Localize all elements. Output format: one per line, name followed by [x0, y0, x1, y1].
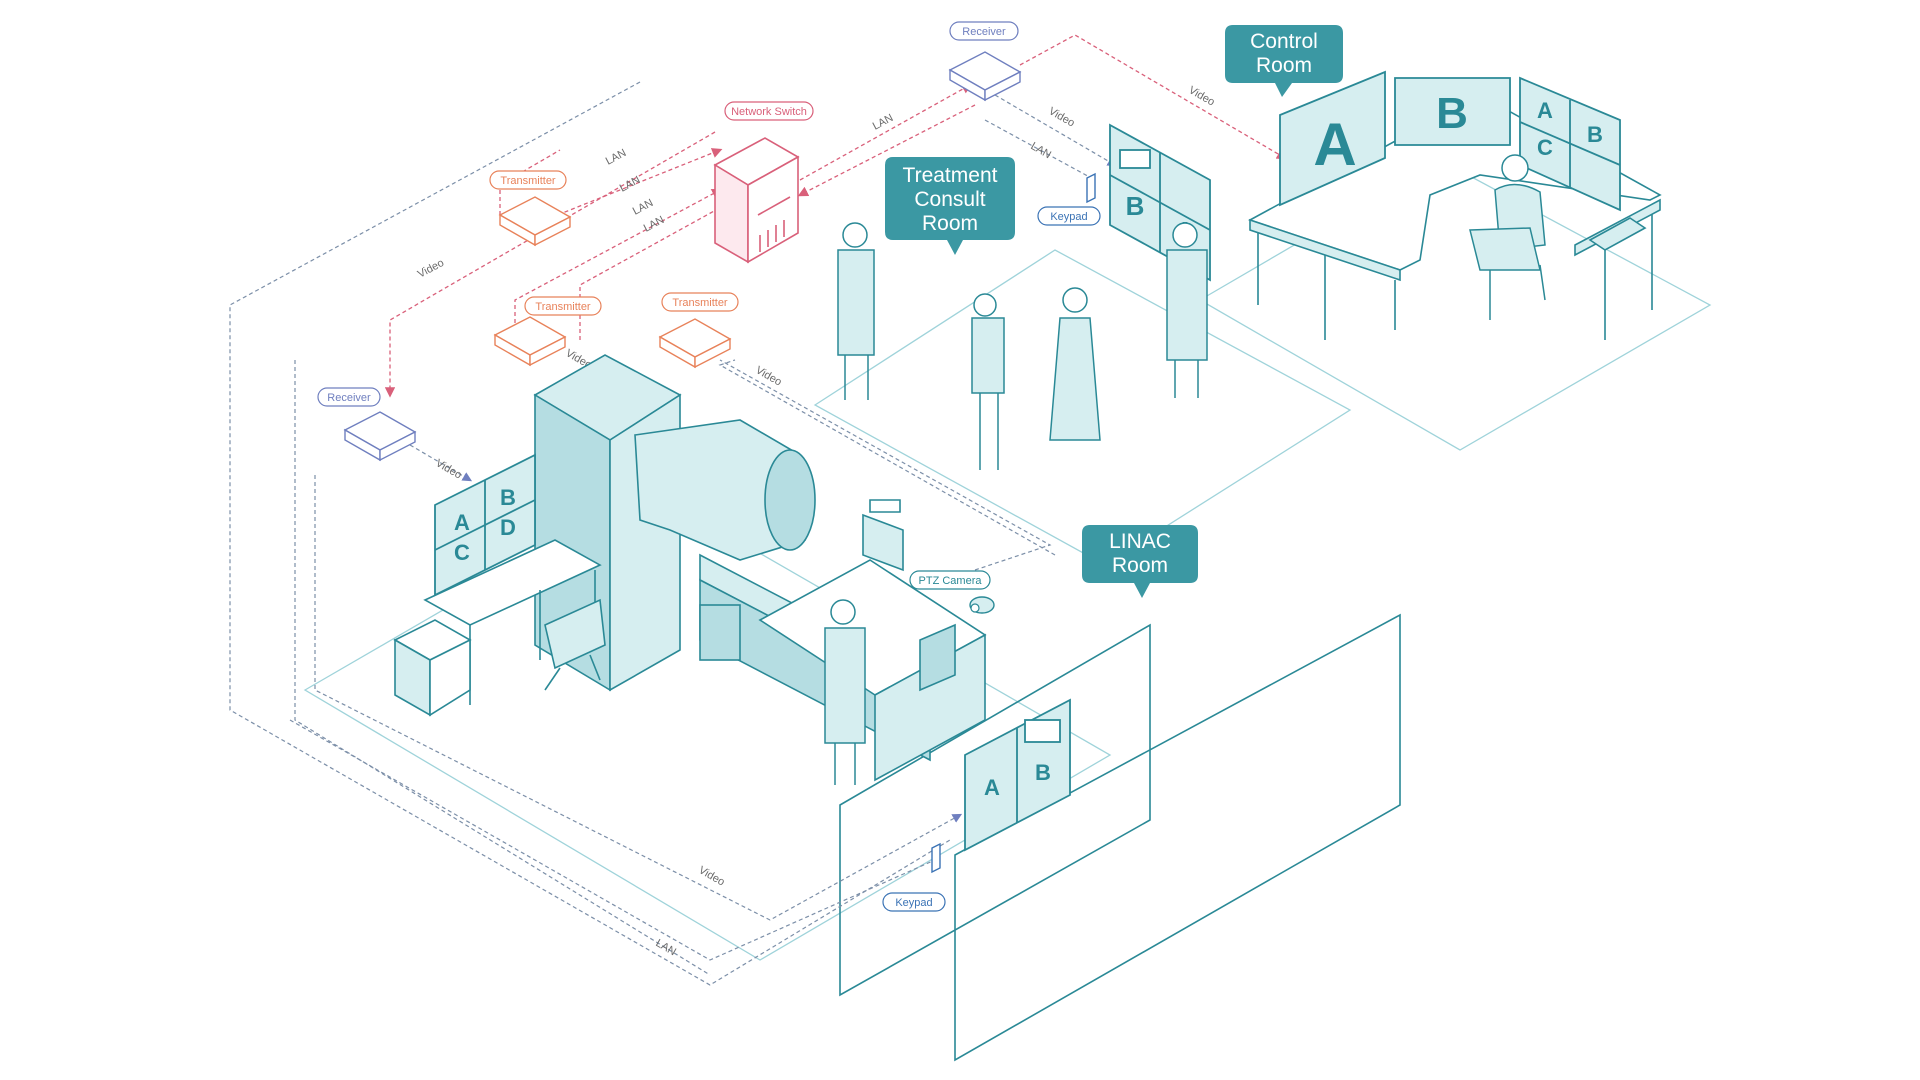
control-room-callout-line-2: Room	[1256, 54, 1312, 77]
linac-ceiling-monitor	[862, 499, 904, 572]
lan-label-5: LAN	[871, 112, 896, 133]
video-label-6: Video	[754, 364, 784, 388]
ptz-return-loop	[718, 359, 1056, 556]
transmitter-3-tag: Transmitter	[661, 292, 739, 312]
keypad-consult: Keypad	[1037, 172, 1101, 226]
linac-wall-letter-a: A	[984, 775, 1000, 800]
consult-room-callout: Treatment Consult Room	[885, 157, 1015, 255]
control-screen-left-letter: A	[1313, 111, 1356, 178]
lan-switch-receiver-top	[799, 83, 973, 181]
linac-wall-right	[954, 613, 1401, 1062]
linac-room-callout: LINAC Room	[1082, 525, 1198, 598]
keypad-linac: Keypad	[882, 842, 946, 912]
linac-desk	[393, 539, 606, 717]
control-room-callout-line-1: Control	[1250, 30, 1318, 53]
control-operator	[1469, 154, 1546, 320]
control-screen-right-letter-2: B	[1587, 122, 1603, 147]
receiver-top-label: Receiver	[962, 26, 1006, 38]
network-switch-label: Network Switch	[731, 106, 807, 118]
consult-people	[837, 222, 1208, 470]
control-monitor-left	[1279, 70, 1386, 207]
transmitter-3-label: Transmitter	[672, 297, 728, 309]
linac-technician	[824, 599, 866, 785]
linac-wall-front	[839, 623, 1151, 997]
linac-desk-letter-d: D	[500, 515, 516, 540]
lan-transmitter1-switch	[544, 148, 723, 221]
transmitter-3	[658, 318, 732, 369]
transmitter-2	[493, 316, 567, 367]
video-label-2: Video	[1047, 105, 1077, 129]
receiver-top	[948, 51, 1022, 102]
linac-room-callout-line-1: LINAC	[1109, 530, 1171, 553]
transmitter-1-label: Transmitter	[500, 175, 556, 187]
receiver-left	[343, 411, 417, 462]
control-room-callout: Control Room	[1225, 25, 1343, 97]
lan-to-linac-keypad	[289, 719, 936, 961]
receiver-left-to-desk	[409, 444, 473, 482]
receiver-top-tag: Receiver	[949, 21, 1019, 41]
video-receiver-to-control	[1019, 34, 1288, 160]
lan-label-1: LAN	[604, 147, 629, 168]
consult-screen-letter-b: B	[1126, 191, 1145, 221]
ptz-video-to-transmitter	[719, 359, 1052, 571]
consult-room-callout-line-3: Room	[922, 212, 978, 235]
network-switch-rack	[713, 137, 800, 264]
video-label-1: Video	[416, 257, 446, 281]
linac-desk-letter-c: C	[454, 540, 470, 565]
consult-room-callout-line-1: Treatment	[903, 164, 998, 187]
linac-room-callout-line-2: Room	[1112, 554, 1168, 577]
keypad-linac-label: Keypad	[895, 897, 932, 909]
consult-room-callout-line-2: Consult	[914, 188, 985, 211]
video-label-4: Video	[434, 457, 464, 481]
lan-label-3: LAN	[631, 197, 656, 218]
video-loop-outer	[229, 81, 951, 986]
transmitter-2-label: Transmitter	[535, 301, 591, 313]
lan-label-2: LAN	[618, 174, 643, 195]
control-screen-center-letter: B	[1436, 89, 1468, 138]
video-to-linac-wall	[314, 475, 963, 921]
receiver-top-to-consult	[994, 94, 1118, 167]
control-room-floor	[1198, 159, 1712, 451]
linac-side-table	[699, 559, 987, 782]
transmitter-2-tag: Transmitter	[524, 296, 602, 316]
ptz-camera-label: PTZ Camera	[919, 575, 983, 587]
linac-wall-display	[964, 698, 1071, 852]
control-room-monitors	[1279, 70, 1621, 212]
lan-receiver-switch-back	[797, 104, 976, 197]
control-screen-right-letter-3: C	[1537, 135, 1553, 160]
receiver-left-tag: Receiver	[317, 387, 381, 407]
linac-desk-letter-b: B	[500, 485, 516, 510]
keypad-consult-label: Keypad	[1050, 211, 1087, 223]
linac-wall-letter-b: B	[1035, 760, 1051, 785]
control-screen-right-letter-1: A	[1537, 98, 1553, 123]
gray-cables	[229, 81, 1118, 986]
video-label-3: Video	[1187, 84, 1217, 108]
linac-desk-letter-a: A	[454, 510, 470, 535]
linac-desk-monitor	[434, 453, 536, 597]
control-monitor-center	[1394, 77, 1511, 146]
lan-label-6: LAN	[1029, 140, 1054, 161]
ptz-camera: PTZ Camera	[909, 570, 995, 614]
network-switch-tag: Network Switch	[724, 101, 814, 121]
lan-loop-inner	[294, 360, 711, 976]
transmitter-1-tag: Transmitter	[489, 170, 567, 190]
lan-label-7: LAN	[654, 937, 679, 958]
receiver-left-label: Receiver	[327, 392, 371, 404]
lan-label-4: LAN	[642, 214, 667, 235]
lan-transmitter2-switch	[514, 188, 723, 330]
transmitter-1	[498, 196, 572, 247]
linac-glass-walls	[839, 613, 1401, 1062]
